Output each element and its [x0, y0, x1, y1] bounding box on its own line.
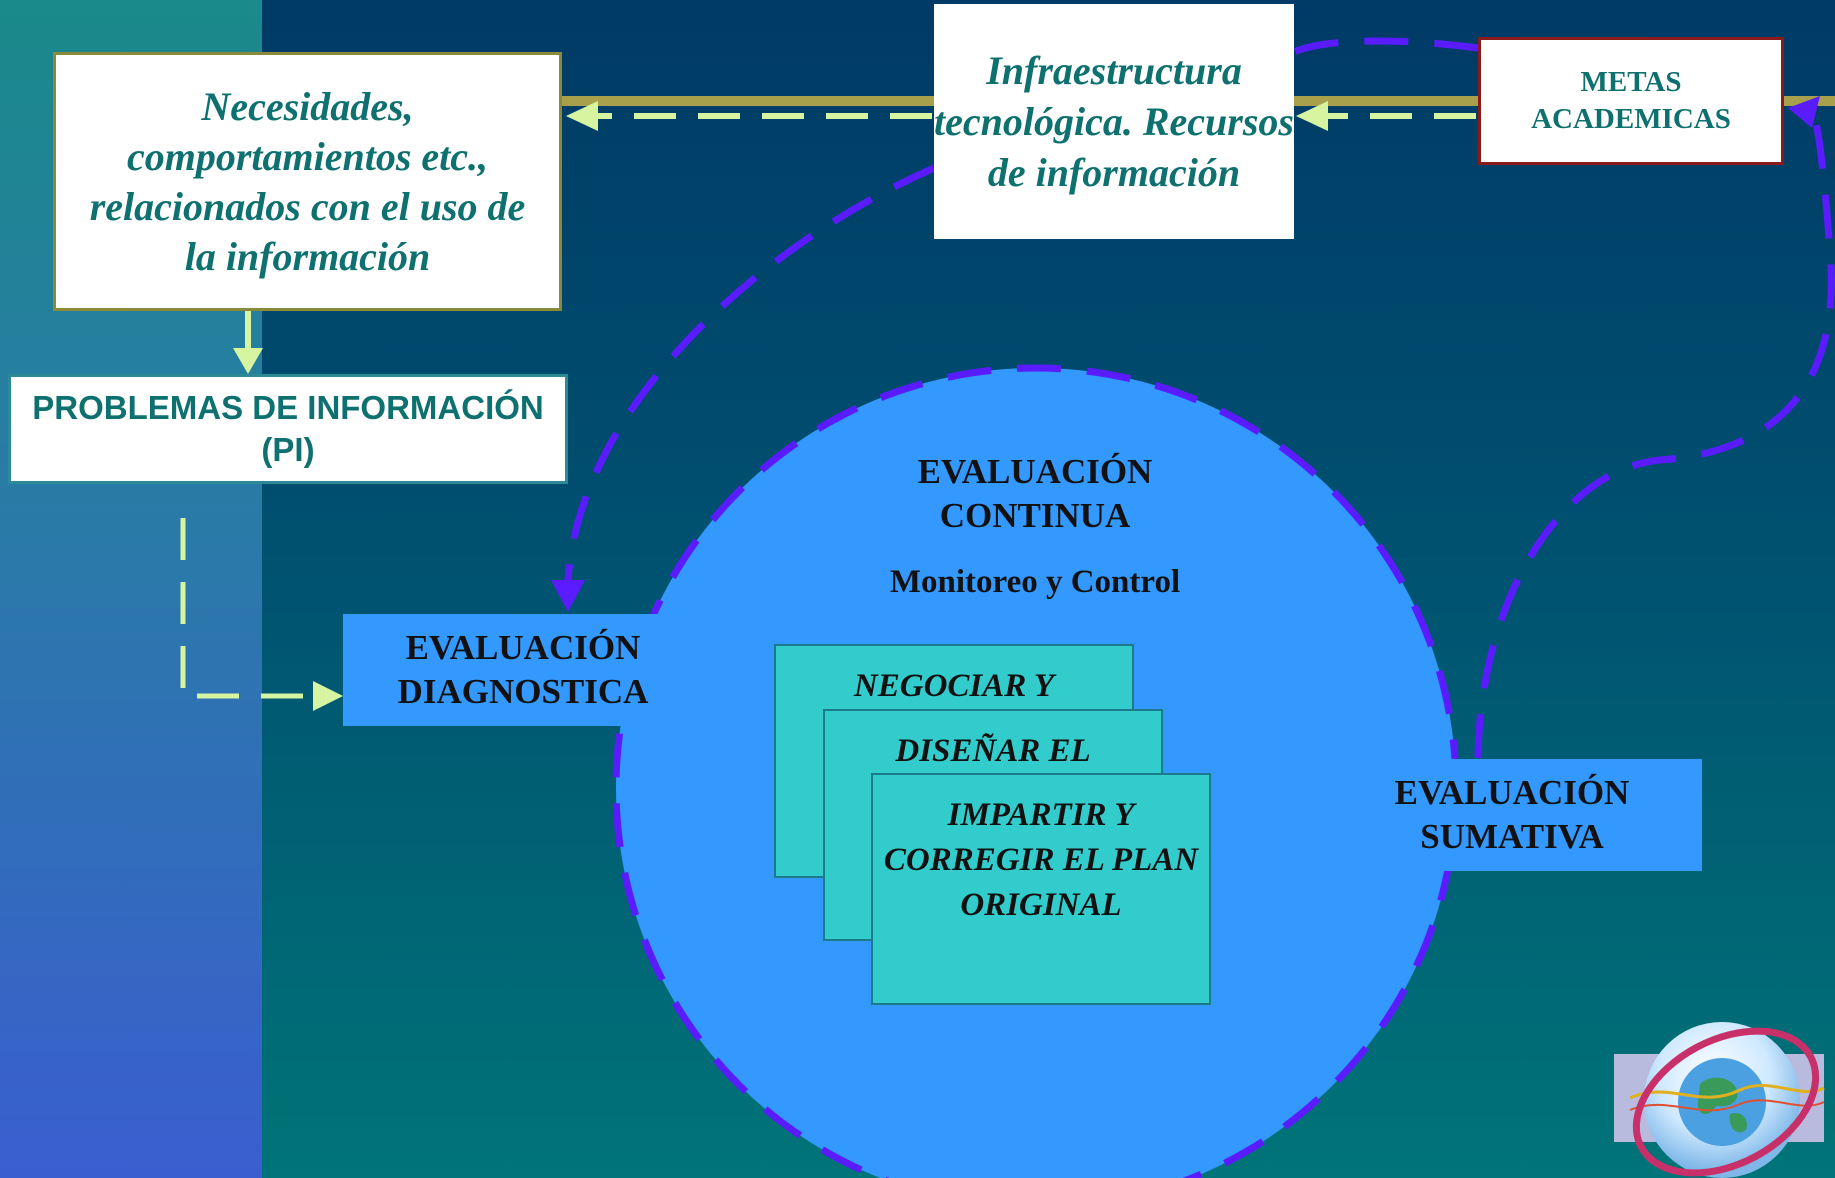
infra-text: Infraestructura tecnológica. Recursos de…: [934, 48, 1294, 195]
metas-box: METAS ACADEMICAS: [1478, 37, 1784, 165]
arrowhead-diag-icon: [551, 580, 585, 612]
sum-to-metas-curve: [1474, 117, 1835, 759]
arrowhead-left-icon: [566, 101, 598, 131]
continuous-eval-subtitle: Monitoreo y Control: [889, 564, 1181, 600]
metas-to-infra-curve: [1292, 37, 1479, 56]
arrowhead-infra-icon: [1296, 101, 1328, 131]
diagnostic-eval-box: EVALUACIÓN DIAGNOSTICA: [343, 614, 703, 726]
problems-box: PROBLEMAS DE INFORMACIÓN (PI): [8, 374, 568, 484]
olive-bar-left: [562, 96, 936, 106]
card-disenar-text: DISEÑAR EL: [895, 733, 1091, 769]
sum-text: EVALUACIÓN SUMATIVA: [1394, 773, 1630, 856]
card-impartir-text: IMPARTIR Y CORREGIR EL PLAN ORIGINAL: [883, 797, 1199, 923]
problems-text: PROBLEMAS DE INFORMACIÓN (PI): [32, 389, 544, 468]
infrastructure-box: Infraestructura tecnológica. Recursos de…: [934, 4, 1294, 239]
card-impartir: IMPARTIR Y CORREGIR EL PLAN ORIGINAL: [871, 773, 1211, 1005]
arrowhead-down-icon: [233, 348, 263, 374]
continuous-eval-title: EVALUACIÓN CONTINUA: [917, 452, 1153, 535]
arrowhead-right-icon: [313, 681, 343, 711]
infra-to-diag-curve: [564, 164, 936, 581]
globe-logo-icon: [1614, 1022, 1825, 1178]
problems-to-diag-path: [180, 518, 318, 699]
needs-text: Necesidades, comportamientos etc., relac…: [89, 83, 526, 279]
card-negociar-text: NEGOCIAR Y: [853, 668, 1055, 704]
metas-text: METAS ACADEMICAS: [1531, 66, 1731, 135]
needs-box: Necesidades, comportamientos etc., relac…: [53, 52, 562, 311]
diag-text: EVALUACIÓN DIAGNOSTICA: [397, 628, 649, 711]
summative-eval-box: EVALUACIÓN SUMATIVA: [1322, 759, 1702, 871]
arrowhead-metas-icon: [1788, 96, 1820, 128]
